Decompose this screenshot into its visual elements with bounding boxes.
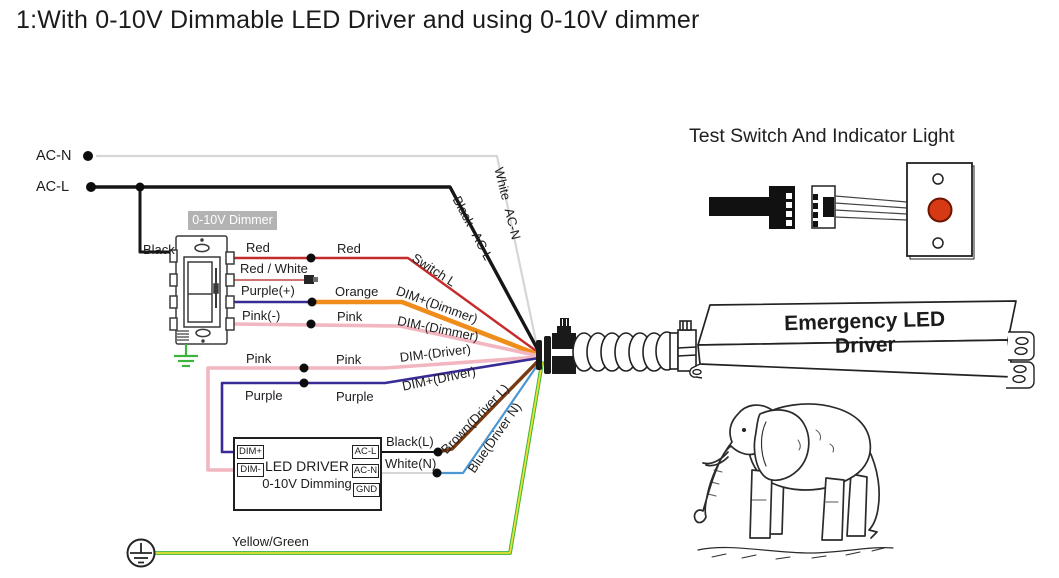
red-out-label: Red: [246, 240, 270, 255]
wire-purple-dim-plus-driver: [220, 356, 541, 454]
terminal-dim-plus: DIM+: [237, 445, 264, 459]
wire-white-ac-n: [95, 154, 540, 353]
wire-black-feed: [138, 185, 178, 254]
terminal-dim-minus: DIM-: [237, 463, 264, 477]
dimmer-earth-ground-icon: [174, 344, 198, 368]
wire-nut-icon: [304, 275, 318, 284]
purple-plus-out-label: Purple(+): [241, 283, 295, 298]
pink-driver-left-label: Pink: [246, 351, 272, 366]
screw-hole-bottom: [932, 237, 944, 249]
male-connector-icon: [709, 186, 795, 229]
led-driver-name: LED DRIVER: [264, 458, 350, 474]
page-title: 1:With 0-10V Dimmable LED Driver and usi…: [16, 6, 700, 34]
junction-dots: [83, 151, 443, 478]
wire-black-ac-l: [89, 185, 541, 354]
conduit-left-fitting: [536, 318, 576, 374]
ground-hatching: [711, 547, 885, 560]
driver-mount-tabs: [689, 331, 1035, 389]
wire-pink-dim-minus-dimmer: [232, 322, 541, 358]
earth-ground-icon: [126, 538, 156, 568]
ac-l-label: AC-L: [36, 179, 70, 195]
wire-orange-dim-plus: [309, 299, 542, 358]
purple-driver-right-label: Purple: [336, 389, 374, 404]
dimmer-tag: 0-10V Dimmer: [188, 211, 277, 230]
purple-driver-left-label: Purple: [245, 388, 283, 403]
orange-wire-label: Orange: [335, 284, 379, 299]
yellow-green-label: Yellow/Green: [232, 534, 309, 549]
terminal-ac-l: AC-L: [352, 445, 379, 459]
test-switch-assembly: [709, 162, 975, 260]
elephant-illustration: [693, 403, 894, 560]
red-white-out-label: Red / White: [240, 261, 308, 276]
wire-red-switch-l: [232, 256, 541, 355]
led-driver-subtitle: 0-10V Dimming: [262, 476, 352, 491]
conduit-spiral: [572, 331, 679, 372]
test-switch-title: Test Switch And Indicator Light: [689, 125, 955, 147]
emergency-driver-box: [689, 300, 1035, 389]
screw-hole-top: [932, 173, 944, 185]
black-feed-label: Black: [143, 242, 175, 257]
wire-blue-driver-n: [435, 358, 543, 475]
red-wire-label: Red: [337, 241, 361, 256]
wires: [89, 154, 544, 555]
ac-n-label: AC-N: [36, 148, 72, 164]
white-n-label: White(N): [385, 456, 437, 471]
terminal-ac-n: AC-N: [352, 464, 379, 478]
pink-minus-out-label: Pink(-): [242, 308, 281, 323]
wire-brown-driver-l: [436, 357, 542, 454]
switch-plate: [906, 162, 975, 260]
connector-wires: [834, 195, 908, 221]
terminal-gnd: GND: [353, 483, 380, 497]
female-connector-icon: [811, 185, 836, 229]
wire-yellow-ground: [153, 362, 543, 554]
dimmer-switch-graphic: [169, 235, 235, 345]
indicator-button: [927, 197, 953, 223]
pink-wire-label: Pink: [337, 309, 363, 324]
conduit-right-fitting: [669, 320, 697, 372]
pink-driver-right-label: Pink: [336, 352, 362, 367]
skin-texture: [707, 429, 839, 503]
emergency-driver-label: Emergency LED Driver: [783, 307, 946, 358]
dimmer-spring-terminal: [177, 330, 189, 341]
wire-pink-dim-minus-driver: [206, 355, 541, 472]
black-l-label: Black(L): [386, 434, 434, 449]
